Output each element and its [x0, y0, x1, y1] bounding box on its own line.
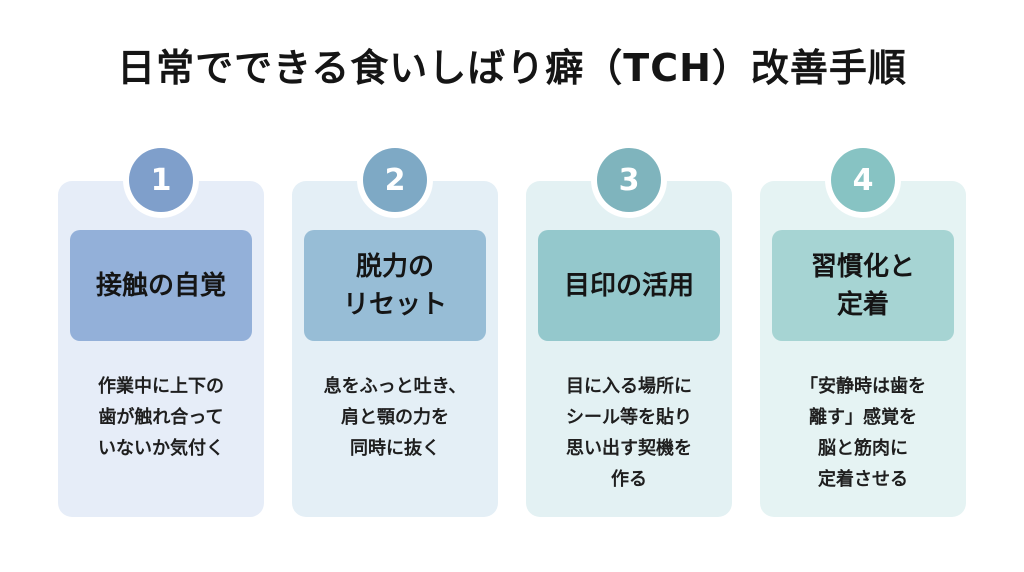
step-heading-box-2: 脱力の リセット	[304, 230, 486, 341]
step-number-2: 2	[384, 162, 406, 198]
step-number-1: 1	[150, 162, 172, 198]
step-description-4: 「安静時は歯を 離す」感覚を 脳と筋肉に 定着させる	[800, 376, 926, 490]
step-card-3: 目印の活用 目に入る場所に シール等を貼り 思い出す契機を 作る	[526, 181, 732, 517]
step-number-badge-2: 2	[363, 148, 427, 212]
step-heading-3: 目印の活用	[563, 270, 694, 301]
step-number-badge-1: 1	[129, 148, 193, 212]
step-heading-box-4: 習慣化と 定着	[772, 230, 954, 341]
page-title: 日常でできる食いしばり癖（TCH）改善手順	[117, 46, 907, 90]
step-card-4: 習慣化と 定着 「安静時は歯を 離す」感覚を 脳と筋肉に 定着させる	[760, 181, 966, 517]
step-number-4: 4	[852, 162, 874, 198]
step-heading-box-3: 目印の活用	[538, 230, 720, 341]
step-description-3: 目に入る場所に シール等を貼り 思い出す契機を 作る	[566, 376, 692, 490]
step-heading-4: 習慣化と 定着	[810, 251, 915, 320]
step-description-1: 作業中に上下の 歯が触れ合って いないか気付く	[98, 376, 224, 459]
step-heading-box-1: 接触の自覚	[70, 230, 252, 341]
step-number-badge-4: 4	[831, 148, 895, 212]
step-number-3: 3	[618, 162, 640, 198]
step-card-2: 脱力の リセット 息をふっと吐き、 肩と顎の力を 同時に抜く	[292, 181, 498, 517]
step-heading-2: 脱力の リセット	[342, 251, 447, 320]
step-heading-1: 接触の自覚	[95, 270, 226, 301]
step-card-1: 接触の自覚 作業中に上下の 歯が触れ合って いないか気付く	[58, 181, 264, 517]
step-number-badge-3: 3	[597, 148, 661, 212]
step-description-2: 息をふっと吐き、 肩と顎の力を 同時に抜く	[323, 376, 467, 459]
